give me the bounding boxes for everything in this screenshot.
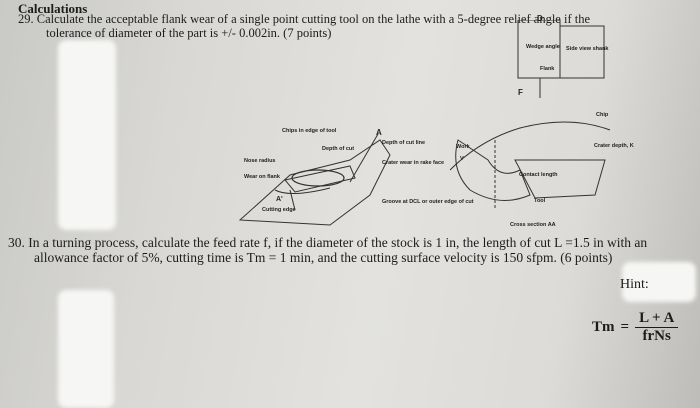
label-cross-section: Cross section AA	[510, 222, 556, 228]
formula-denominator: frNs	[642, 328, 671, 344]
section-line-a	[349, 133, 379, 183]
wear-edge	[274, 187, 331, 194]
formula-fraction: L + A frNs	[635, 310, 679, 345]
work-outline	[455, 139, 531, 201]
glare-top	[58, 40, 116, 230]
label-contact-length: Contact length	[519, 172, 558, 178]
formula-numerator: L + A	[635, 310, 679, 328]
label-a: A	[376, 128, 382, 137]
hint-label: Hint:	[620, 277, 649, 292]
chip-curve	[449, 121, 611, 171]
side-view-box	[559, 25, 605, 79]
glare-right	[622, 262, 696, 302]
label-cutting-edge: Cutting edge	[262, 207, 296, 213]
tool-wear-diagram	[238, 133, 391, 226]
label-f: F	[518, 88, 523, 97]
label-wear-on-flank: Wear on flank	[244, 174, 280, 180]
label-work-v: V	[460, 156, 464, 162]
label-d: D	[537, 14, 543, 23]
label-crater-depth: Crater depth, K	[594, 143, 634, 149]
label-a-prime: A'	[276, 196, 283, 203]
formula-equals: =	[620, 319, 630, 335]
question-30-line2: allowance factor of 5%, cutting time is …	[34, 250, 613, 265]
crater-ellipse	[291, 169, 345, 187]
label-depth-of-cut: Depth of cut	[322, 146, 355, 152]
label-flank: Flank	[540, 66, 555, 72]
label-side-view-shank: Side view shank	[566, 46, 609, 52]
question-29-line2: tolerance of diameter of the part is +/-…	[46, 26, 332, 40]
question-29-line1: 29. Calculate the acceptable flank wear …	[18, 12, 590, 26]
label-nose-radius: Nose radius	[244, 158, 276, 164]
label-tool: Tool	[534, 198, 546, 204]
cutting-edge-line	[289, 189, 296, 211]
label-work: Work	[456, 144, 470, 150]
cross-section-diagram	[449, 20, 611, 208]
label-depth-of-cut-line: Depth of cut line	[382, 140, 426, 146]
tool-section	[514, 159, 606, 199]
hint-formula: Tm = L + A frNs	[592, 310, 679, 345]
glare-bottom	[58, 290, 114, 408]
label-wedge-angle: Wedge angle	[526, 44, 560, 50]
section-heading: Calculations	[18, 1, 88, 16]
formula-lhs: Tm	[592, 319, 615, 335]
label-groove: Groove at DCL or outer edge of cut	[382, 199, 474, 205]
label-chips-in-edge: Chips in edge of tool	[282, 128, 337, 134]
label-crater-wear: Crater wear in rake face	[382, 160, 445, 166]
label-chip: Chip	[596, 112, 609, 118]
question-30-line1: 30. In a turning process, calculate the …	[8, 235, 648, 250]
